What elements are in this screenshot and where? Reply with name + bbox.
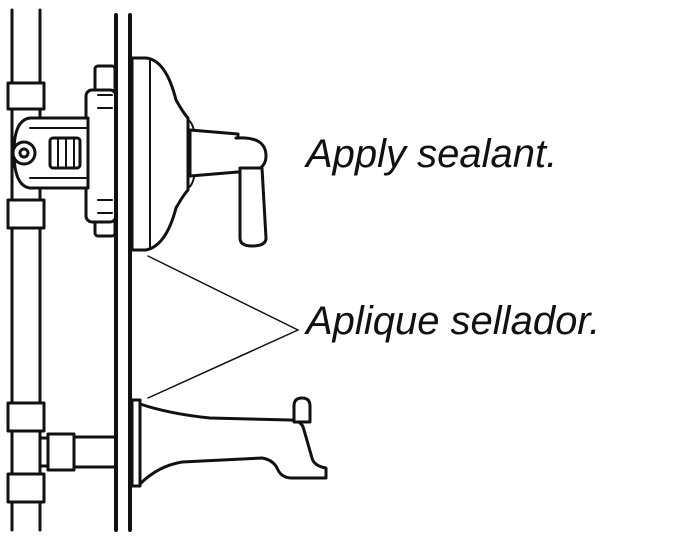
callout-leader-lines bbox=[147, 255, 299, 399]
aplique-sellador-label: Aplique sellador. bbox=[306, 299, 601, 343]
apply-sealant-label: Apply sealant. bbox=[306, 132, 558, 176]
spout-supply-pipe bbox=[38, 432, 118, 472]
pipe-fittings bbox=[6, 81, 46, 504]
lever-handle bbox=[188, 128, 268, 248]
wall bbox=[114, 13, 132, 532]
tub-spout bbox=[130, 396, 328, 488]
escutcheon-plate bbox=[130, 56, 197, 252]
